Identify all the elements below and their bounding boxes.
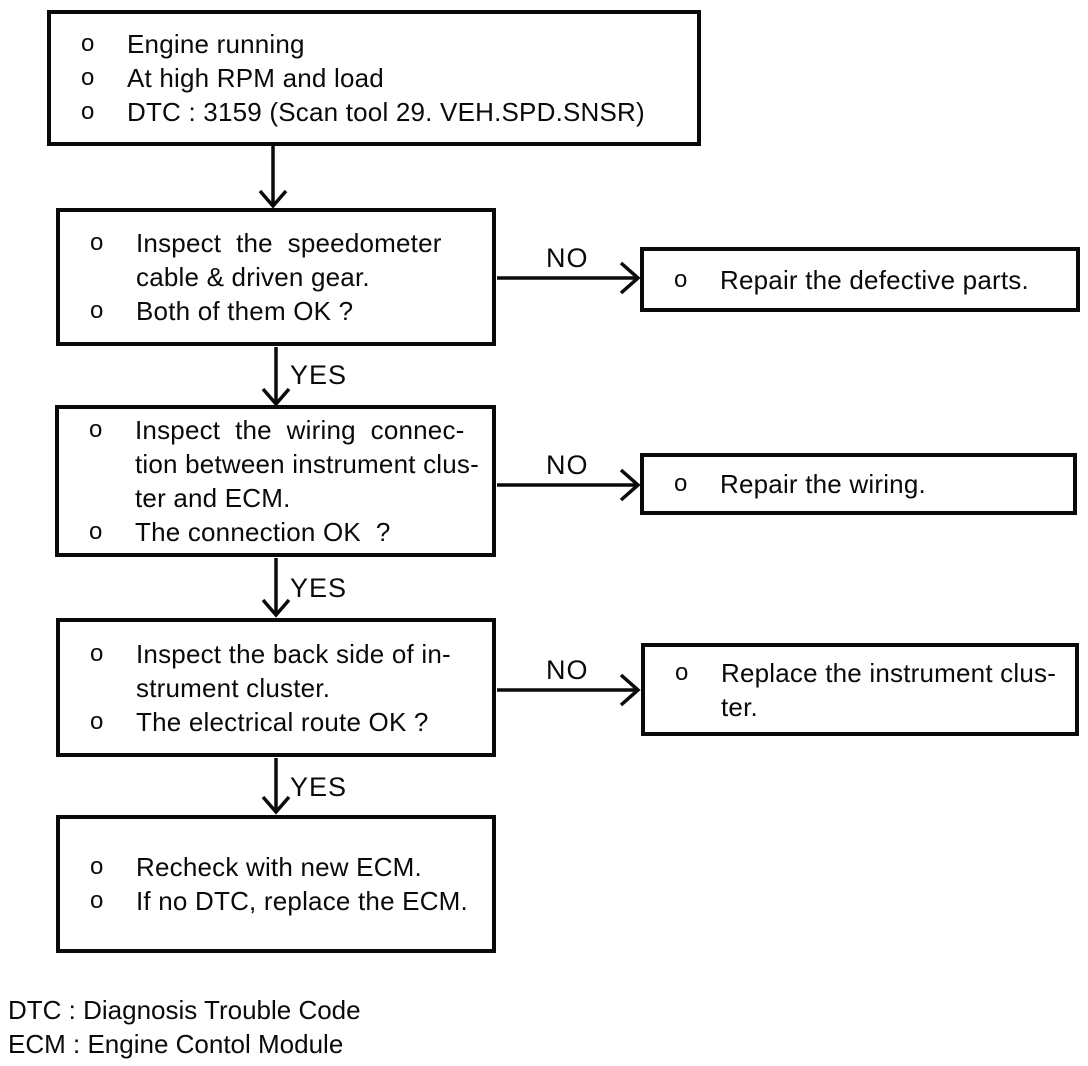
bullet-marker: o (90, 639, 104, 667)
label-yes-2: YES (290, 573, 348, 603)
bullet-item: o DTC : 3159 (Scan tool 29. VEH.SPD.SNSR) (81, 95, 689, 129)
bullet-item: o Inspect the wiring connec- tion between… (89, 413, 484, 515)
flowchart-box-repair-wiring: o Repair the wiring. (640, 453, 1077, 515)
bullet-item: o Inspect the speedometer cable & driven … (90, 226, 484, 294)
arrowhead-step2-to-repair-wiring (619, 468, 641, 502)
label-no-3: NO (546, 655, 589, 685)
flowchart-box-step1: o Inspect the speedometer cable & driven … (56, 208, 496, 346)
flowchart-box-final: o Recheck with new ECM. o If no DTC, replac… (56, 815, 496, 953)
bullet-marker: o (81, 30, 95, 57)
arrowhead-step1-to-step2 (261, 387, 291, 407)
bullet-item: o Engine running (81, 27, 689, 61)
bullet-marker: o (89, 416, 103, 443)
bullet-item: o Repair the wiring. (674, 467, 1065, 501)
bullet-item: o Inspect the back side of in- strument c… (90, 637, 484, 705)
bullet-text: The electrical route OK ? (136, 706, 429, 737)
bullet-text: The connection OK ? (135, 517, 391, 547)
bullet-marker: o (674, 265, 688, 293)
bullet-marker: o (674, 470, 688, 497)
bullet-text: Repair the wiring. (720, 469, 926, 499)
arrowhead-step3-to-replace-cluster (619, 673, 641, 707)
legend-line-dtc: DTC : Diagnosis Trouble Code (8, 995, 361, 1025)
bullet-marker: o (90, 297, 104, 324)
bullet-item: o The connection OK ? (89, 515, 484, 549)
bullet-text: Recheck with new ECM. (136, 852, 422, 882)
bullet-item: o Replace the instrument clus- ter. (675, 656, 1067, 724)
arrowhead-symptom-to-step1 (258, 189, 288, 209)
bullet-marker: o (90, 707, 104, 735)
bullet-marker: o (81, 98, 95, 125)
bullet-item: o Recheck with new ECM. (90, 850, 484, 884)
flowchart-box-step3: o Inspect the back side of in- strument c… (56, 618, 496, 757)
bullet-text: DTC : 3159 (Scan tool 29. VEH.SPD.SNSR) (127, 97, 645, 127)
bullet-item: o Both of them OK ? (90, 294, 484, 328)
arrowhead-step1-to-repair-parts (619, 261, 641, 295)
bullet-text: Repair the defective parts. (720, 264, 1029, 295)
bullet-marker: o (90, 887, 104, 914)
bullet-text: Inspect the wiring connec- tion between … (135, 415, 479, 513)
bullet-text: At high RPM and load (127, 63, 384, 93)
bullet-marker: o (90, 853, 104, 880)
label-yes-1: YES (290, 360, 348, 390)
label-no-2: NO (546, 450, 589, 480)
bullet-text: Inspect the back side of in- strument cl… (136, 638, 451, 703)
flowchart-box-step2: o Inspect the wiring connec- tion between… (55, 405, 496, 557)
bullet-item: o If no DTC, replace the ECM. (90, 884, 484, 918)
bullet-marker: o (675, 658, 689, 686)
bullet-marker: o (81, 64, 95, 91)
bullet-text: Inspect the speedometer cable & driven g… (136, 228, 442, 292)
bullet-marker: o (90, 229, 104, 256)
flowchart-box-replace-cluster: o Replace the instrument clus- ter. (641, 643, 1079, 736)
flowchart-box-repair-parts: o Repair the defective parts. (640, 247, 1080, 312)
bullet-item: o The electrical route OK ? (90, 705, 484, 739)
label-yes-3: YES (290, 772, 348, 802)
label-no-1: NO (546, 243, 589, 273)
bullet-text: Replace the instrument clus- ter. (721, 657, 1057, 722)
bullet-marker: o (89, 518, 103, 545)
arrowhead-step2-to-step3 (261, 598, 291, 618)
bullet-text: Engine running (127, 29, 305, 59)
abbreviation-legend: DTC : Diagnosis Trouble Code ECM : Engin… (8, 993, 361, 1061)
bullet-item: o At high RPM and load (81, 61, 689, 95)
bullet-text: Both of them OK ? (136, 296, 354, 326)
arrowhead-step3-to-final (261, 795, 291, 815)
bullet-item: o Repair the defective parts. (674, 263, 1068, 297)
bullet-text: If no DTC, replace the ECM. (136, 886, 468, 916)
legend-line-ecm: ECM : Engine Contol Module (8, 1029, 344, 1059)
